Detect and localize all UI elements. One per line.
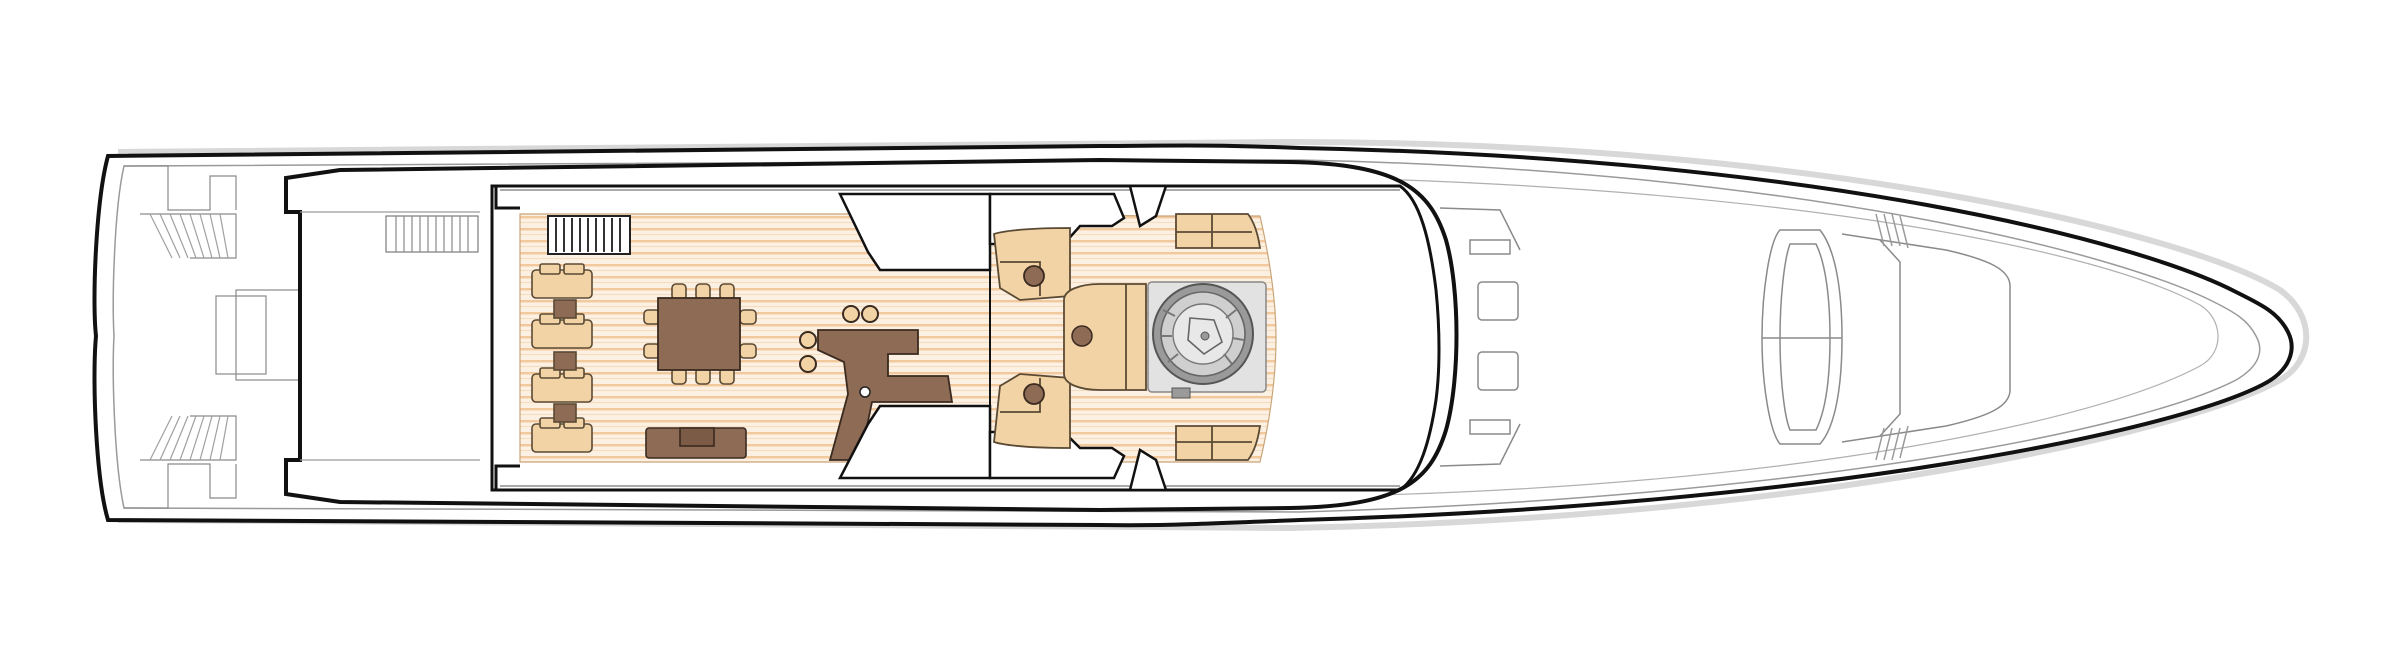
bar-counter bbox=[817, 329, 954, 461]
stern-steps bbox=[385, 215, 479, 253]
aft-sofa bbox=[645, 427, 747, 459]
helm-seat-starboard bbox=[993, 373, 1071, 449]
bench-seat bbox=[1063, 283, 1147, 391]
sun-lounger bbox=[531, 263, 593, 299]
sun-loungers bbox=[531, 263, 593, 453]
round-table bbox=[1071, 325, 1093, 347]
deck-stairs bbox=[547, 215, 631, 255]
bow-hatch bbox=[1439, 207, 1521, 467]
dining-table bbox=[657, 297, 741, 371]
bar-stools bbox=[799, 305, 879, 373]
stern-staircase-starboard bbox=[124, 415, 237, 509]
corner-sofa-starboard bbox=[1175, 425, 1262, 461]
bow-seating bbox=[1761, 213, 2011, 461]
jacuzzi bbox=[1147, 281, 1267, 399]
sun-lounger bbox=[531, 367, 593, 403]
helm-seat-port bbox=[993, 227, 1071, 301]
corner-sofa-port bbox=[1175, 213, 1262, 249]
